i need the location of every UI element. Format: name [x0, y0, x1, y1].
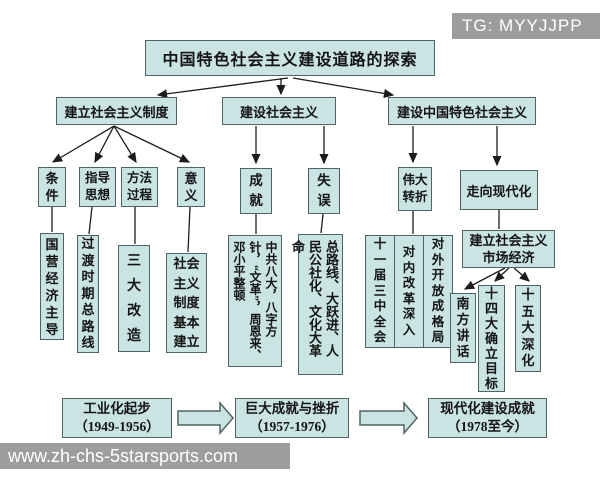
branch-build-socialism: 建设社会主义	[222, 97, 336, 125]
node-achievements: 成就	[240, 168, 272, 214]
node-condition: 条件	[38, 167, 66, 207]
connector-lines	[51, 77, 530, 290]
detail-three-transformations: 三大改造	[118, 245, 150, 352]
block-arrow-icon	[359, 400, 418, 436]
node-toward-modernization: 走向现代化	[460, 170, 538, 210]
node-method-process: 方法过程	[121, 167, 158, 207]
watermark-top: TG: MYYJJPP	[452, 13, 600, 39]
detail-southern-talks: 南方讲话	[450, 293, 476, 363]
timeline-period: （1957-1976）	[249, 419, 335, 434]
detail-achievements-list: 中共八大，八字方针，“文革”，周恩来、邓小平整顿	[228, 235, 282, 367]
node-significance: 意义	[177, 167, 205, 207]
timeline-box-modernization: 现代化建设成就 （1978至今）	[428, 398, 547, 438]
timeline-period: （1978至今）	[447, 419, 528, 434]
detail-transition-general-line: 过渡时期总路线	[77, 235, 99, 353]
node-market-economy: 建立社会主义 市场经济	[462, 230, 555, 268]
detail-domestic-reform: 对内改革深入	[394, 236, 423, 347]
watermark-bottom: www.zh-chs-5starsports.com	[0, 443, 290, 469]
timeline-label: 现代化建设成就	[440, 401, 535, 416]
watermark-top-text: TG: MYYJJPP	[462, 16, 583, 35]
branch-establish-system: 建立社会主义制度	[56, 97, 177, 125]
detail-socialist-system-established: 社会主义制度基本建立	[166, 253, 207, 353]
detail-14th-congress-goal: 十四大确立目标	[478, 285, 505, 392]
timeline-label: 工业化起步	[83, 401, 151, 416]
detail-15th-congress-deepen: 十五大深化	[515, 285, 541, 372]
block-arrow-icon	[177, 400, 234, 436]
main-title: 中国特色社会主义建设道路的探索	[145, 40, 435, 76]
node-great-turning-point: 伟大转折	[398, 167, 432, 211]
detail-mistakes-list: 总路线、大跃进、人民公社化、文化大革命	[290, 234, 343, 375]
timeline-label: 巨大成就与挫折	[244, 401, 340, 416]
branch-build-chinese-socialism: 建设中国特色社会主义	[388, 97, 536, 125]
node-guiding-ideology: 指导思想	[79, 167, 116, 207]
watermark-bottom-text: www.zh-chs-5starsports.com	[8, 445, 239, 466]
timeline-box-achievements-setbacks: 巨大成就与挫折 （1957-1976）	[235, 398, 349, 438]
detail-opening-up: 对外开放成格局	[423, 236, 452, 347]
timeline-period: （1949-1956）	[74, 419, 160, 434]
detail-state-economy: 国营经济主导	[40, 233, 64, 340]
node-mistakes: 失误	[308, 168, 340, 214]
timeline-box-industrialization: 工业化起步 （1949-1956）	[62, 398, 172, 438]
detail-turning-point-group: 十一届三中全会 对内改革深入 对外开放成格局	[365, 235, 453, 348]
detail-third-plenary: 十一届三中全会	[373, 237, 387, 345]
